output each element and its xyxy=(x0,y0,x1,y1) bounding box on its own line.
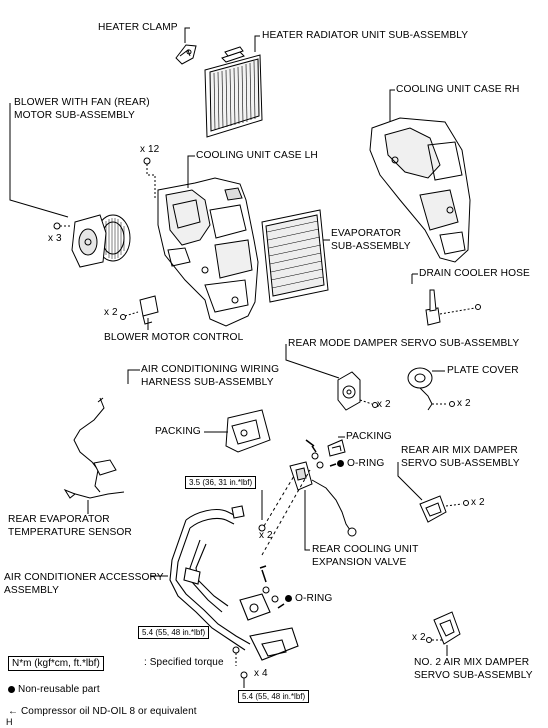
label-expansion-valve-line2: EXPANSION VALVE xyxy=(312,557,407,568)
label-rear-evap-temp-line1: REAR EVAPORATOR xyxy=(8,514,110,525)
label-evaporator-line2: SUB-ASSEMBLY xyxy=(331,241,411,252)
expansion-valve-part xyxy=(289,461,357,537)
qty-x12: x 12 xyxy=(140,144,160,155)
leader-heater-clamp xyxy=(184,27,190,43)
legend-dot-icon xyxy=(8,685,15,693)
blower-motor-part xyxy=(71,214,131,268)
label-rear-evap-temp-line2: TEMPERATURE SENSOR xyxy=(8,527,132,538)
dash-valve-bolt xyxy=(263,475,295,527)
qty-x4: x 4 xyxy=(254,668,268,679)
heater-radiator-part xyxy=(204,46,263,138)
leader-expansion-valve xyxy=(304,490,310,551)
qty-x2-rear-mode: x 2 xyxy=(377,399,391,410)
non-reusable-dot xyxy=(337,459,344,467)
cooling-unit-case-rh-part xyxy=(369,117,471,263)
leader-wiring xyxy=(127,369,140,384)
label-no2-air-mix-line1: NO. 2 AIR MIX DAMPER xyxy=(414,657,530,668)
corner-mark: H xyxy=(6,717,13,727)
qty-x2-blower-control: x 2 xyxy=(104,307,118,318)
legend-non-reusable: Non-reusable part xyxy=(8,684,100,696)
label-o-ring-2: O-RING xyxy=(285,593,332,605)
plate-cover-part xyxy=(407,367,455,411)
rear-air-mix-part xyxy=(419,495,469,523)
label-blower-fan-line1: BLOWER WITH FAN (REAR) xyxy=(14,97,150,108)
ac-accessory-part xyxy=(169,505,299,661)
cooling-unit-case-lh-part xyxy=(157,177,259,327)
qty-x2-valve: x 2 xyxy=(259,530,273,541)
label-ac-wiring-line1: AIR CONDITIONING WIRING xyxy=(141,364,280,375)
label-expansion-valve-line1: REAR COOLING UNIT xyxy=(312,544,419,555)
leader-rear-mode xyxy=(285,344,340,379)
label-no2-air-mix-line2: SERVO SUB-ASSEMBLY xyxy=(414,670,533,681)
o-rings-upper xyxy=(305,439,337,469)
qty-x3: x 3 xyxy=(48,233,62,244)
rear-mode-damper-part xyxy=(337,371,378,411)
x12-screws xyxy=(143,157,156,200)
o-rings-lower xyxy=(259,565,285,609)
label-packing-2: PACKING xyxy=(346,431,392,442)
label-drain-hose: DRAIN COOLER HOSE xyxy=(419,268,530,279)
label-blower-motor-control: BLOWER MOTOR CONTROL xyxy=(104,332,244,343)
label-heater-radiator: HEATER RADIATOR UNIT SUB-ASSEMBLY xyxy=(262,30,469,41)
accessory-bolt-1 xyxy=(232,646,240,654)
legend-non-reusable-text: Non-reusable part xyxy=(18,684,100,695)
torque-spec-1: 3.5 (36, 31 in.*lbf) xyxy=(185,476,257,489)
dash-pipe-valve xyxy=(261,469,311,556)
wiring-harness-part xyxy=(63,397,125,499)
legend-compressor-oil-text: Compressor oil ND-OIL 8 or equivalent xyxy=(20,706,197,717)
label-rear-air-mix-line2: SERVO SUB-ASSEMBLY xyxy=(401,458,520,469)
leader-heater-radiator xyxy=(254,35,260,52)
legend-specified-torque: : Specified torque xyxy=(144,657,224,668)
drain-hose-part xyxy=(425,289,481,326)
leader-drain xyxy=(411,273,418,284)
qty-x2-plate-cover: x 2 xyxy=(457,398,471,409)
leader-blower xyxy=(9,103,69,218)
qty-x2-air-mix: x 2 xyxy=(471,497,485,508)
blower-screws xyxy=(53,222,70,230)
label-rear-air-mix-line1: REAR AIR MIX DAMPER xyxy=(401,445,518,456)
label-cooling-rh: COOLING UNIT CASE RH xyxy=(396,84,520,95)
non-reusable-dot xyxy=(285,594,292,602)
leader-rear-air-mix xyxy=(397,462,423,501)
oil-arrow-icon: ← xyxy=(8,706,21,717)
label-plate-cover: PLATE COVER xyxy=(447,365,519,376)
evaporator-part xyxy=(261,209,329,303)
label-rear-mode-damper: REAR MODE DAMPER SERVO SUB-ASSEMBLY xyxy=(288,338,520,349)
leader-cooling-lh xyxy=(187,155,195,188)
torque-spec-2: 5.4 (55, 48 in.*lbf) xyxy=(138,626,210,639)
label-heater-clamp: HEATER CLAMP xyxy=(98,22,178,33)
no2-air-mix-part xyxy=(426,611,461,645)
label-cooling-lh: COOLING UNIT CASE LH xyxy=(196,150,318,161)
label-ac-wiring-line2: HARNESS SUB-ASSEMBLY xyxy=(141,377,274,388)
packing-part-2 xyxy=(327,439,346,457)
legend-compressor-oil: ← Compressor oil ND-OIL 8 or equivalent xyxy=(8,706,197,718)
o-ring-2-text: O-RING xyxy=(295,593,333,604)
o-ring-1-text: O-RING xyxy=(347,458,385,469)
blower-motor-control-part xyxy=(120,295,159,325)
label-blower-fan-line2: MOTOR SUB-ASSEMBLY xyxy=(14,110,135,121)
label-ac-accessory-line2: ASSEMBLY xyxy=(4,585,59,596)
leader-cooling-rh xyxy=(389,89,395,122)
label-evaporator-line1: EVAPORATOR xyxy=(331,228,402,239)
label-o-ring-1: O-RING xyxy=(337,458,384,470)
legend-units-box: N*m (kgf*cm, ft.*lbf) xyxy=(8,656,104,671)
label-packing-1: PACKING xyxy=(155,426,201,437)
qty-x2-no2: x 2 xyxy=(412,632,426,643)
packing-part-1 xyxy=(225,409,271,453)
accessory-bolt-2 xyxy=(240,671,248,679)
label-ac-accessory-line1: AIR CONDITIONER ACCESSORY xyxy=(4,572,164,583)
valve-bolt xyxy=(258,524,266,532)
heater-clamp-part xyxy=(175,44,197,65)
torque-spec-3: 5.4 (55, 48 in.*lbf) xyxy=(238,690,310,703)
